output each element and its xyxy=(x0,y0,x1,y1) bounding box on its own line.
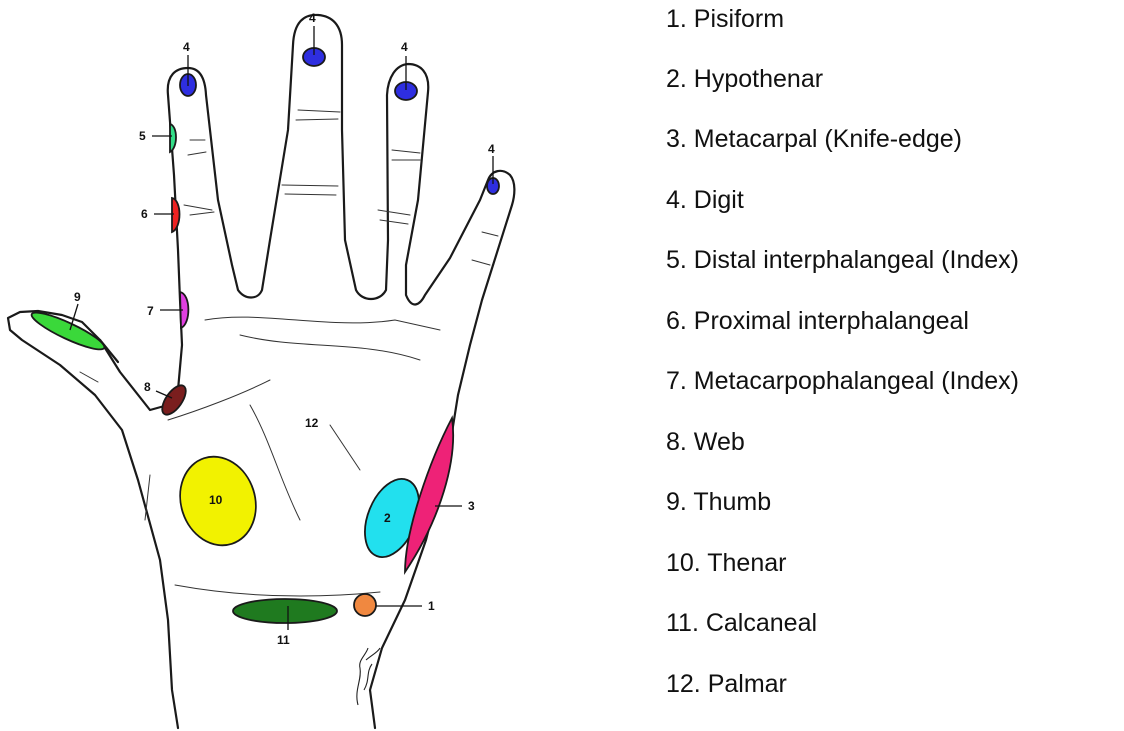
legend-item-proximal-ip: 6. Proximal interphalangeal xyxy=(666,306,969,336)
label-7: 7 xyxy=(147,304,154,318)
label-4-ring: 4 xyxy=(401,40,408,54)
crease xyxy=(298,110,340,112)
label-3: 3 xyxy=(468,499,475,513)
crease xyxy=(175,585,380,596)
label-1: 1 xyxy=(428,599,435,613)
thumb-region xyxy=(28,307,107,355)
crease xyxy=(482,232,498,236)
crease xyxy=(80,372,98,382)
label-6: 6 xyxy=(141,207,148,221)
label-2: 2 xyxy=(384,511,391,525)
proximal-interphalangeal-region xyxy=(172,198,180,232)
legend-item-palmar: 12. Palmar xyxy=(666,669,787,699)
label-9: 9 xyxy=(74,290,81,304)
hand-diagram: 1 2 3 4 4 4 4 5 6 7 8 9 10 11 12 xyxy=(0,0,640,731)
calcaneal-region xyxy=(233,599,337,623)
label-12: 12 xyxy=(305,416,319,430)
crease xyxy=(296,119,338,120)
label-4-index: 4 xyxy=(183,40,190,54)
legend-item-thenar: 10. Thenar xyxy=(666,548,786,578)
crease xyxy=(188,152,206,155)
crease xyxy=(250,405,300,520)
legend-item-pisiform: 1. Pisiform xyxy=(666,4,784,34)
label-10: 10 xyxy=(209,493,223,507)
legend-item-metacarpal: 3. Metacarpal (Knife-edge) xyxy=(666,124,962,154)
crease xyxy=(472,260,490,265)
crease xyxy=(380,220,408,224)
crease xyxy=(205,317,440,330)
label-11: 11 xyxy=(277,633,290,647)
crease xyxy=(282,185,338,186)
crease xyxy=(330,425,360,470)
legend-item-digit: 4. Digit xyxy=(666,185,744,215)
legend-item-hypothenar: 2. Hypothenar xyxy=(666,64,823,94)
legend-item-calcaneal: 11. Calcaneal xyxy=(666,608,817,638)
label-4-little: 4 xyxy=(488,142,495,156)
artist-signature xyxy=(357,648,380,705)
pisiform-region xyxy=(354,594,376,616)
crease xyxy=(184,205,212,210)
crease xyxy=(378,210,410,215)
legend-item-web: 8. Web xyxy=(666,427,745,457)
legend-item-metacarpophalangeal: 7. Metacarpophalangeal (Index) xyxy=(666,366,1019,396)
label-4-middle: 4 xyxy=(309,11,316,25)
label-5: 5 xyxy=(139,129,146,143)
label-8: 8 xyxy=(144,380,151,394)
crease xyxy=(190,212,214,215)
legend-item-thumb: 9. Thumb xyxy=(666,487,771,517)
crease xyxy=(285,194,336,195)
crease xyxy=(392,150,420,153)
crease xyxy=(240,335,420,360)
legend-item-distal-ip: 5. Distal interphalangeal (Index) xyxy=(666,245,1019,275)
distal-interphalangeal-region xyxy=(170,124,176,152)
web-region xyxy=(158,381,191,418)
